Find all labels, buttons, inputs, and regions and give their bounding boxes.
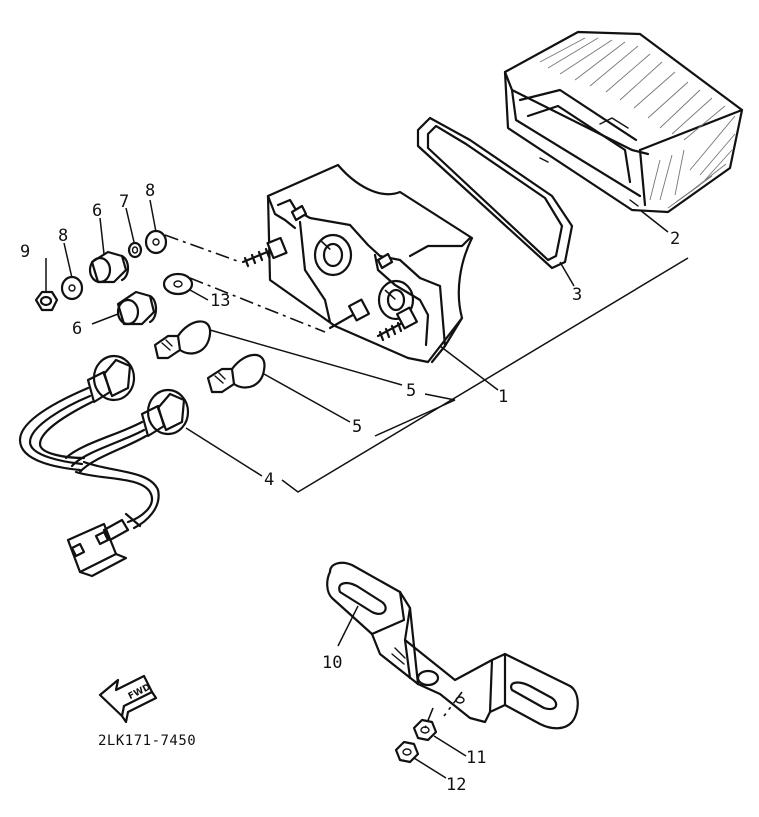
callout-1: 1 [498,387,508,407]
callout-10: 10 [322,653,342,673]
callout-2: 2 [670,229,680,249]
part-5-bulb-upper [153,320,212,360]
callout-11: 11 [466,748,486,768]
leader-lines [45,199,689,779]
callout-7: 7 [119,192,129,212]
callout-6-upper: 6 [92,201,102,221]
part-13-washer [162,272,194,296]
part-2-lens [503,30,744,214]
forward-arrow-icon: FWD [98,674,158,724]
callout-5-upper: 5 [406,381,416,401]
callout-13: 13 [210,291,230,311]
part-8-washer-left [60,275,84,301]
part-3-gasket [416,116,574,270]
callout-5-lower: 5 [352,417,362,437]
part-4-socket-cord [18,354,190,578]
part-8-washer-right [144,229,168,255]
part-9-nut [34,290,59,312]
part-1-housing [241,163,474,364]
part-10-bracket [326,561,579,730]
callout-8-right: 8 [145,181,155,201]
part-7-collar [127,241,143,259]
part-code-label: 2LK171-7450 [98,733,196,749]
callout-12: 12 [446,775,466,795]
callouts: 9 8 6 7 8 13 6 5 5 4 1 3 2 10 11 12 [20,181,680,795]
callout-6-lower: 6 [72,319,82,339]
part-12-nut [394,740,420,764]
part-5-bulb-lower [206,353,266,394]
part-6-grommet-lower [116,290,158,326]
callout-8-left: 8 [58,226,68,246]
part-6-grommet-upper [88,250,130,284]
part-11-nut [412,718,438,742]
assembly-lines [164,234,463,729]
callout-4: 4 [264,470,274,490]
callout-3: 3 [572,285,582,305]
callout-9: 9 [20,242,30,262]
